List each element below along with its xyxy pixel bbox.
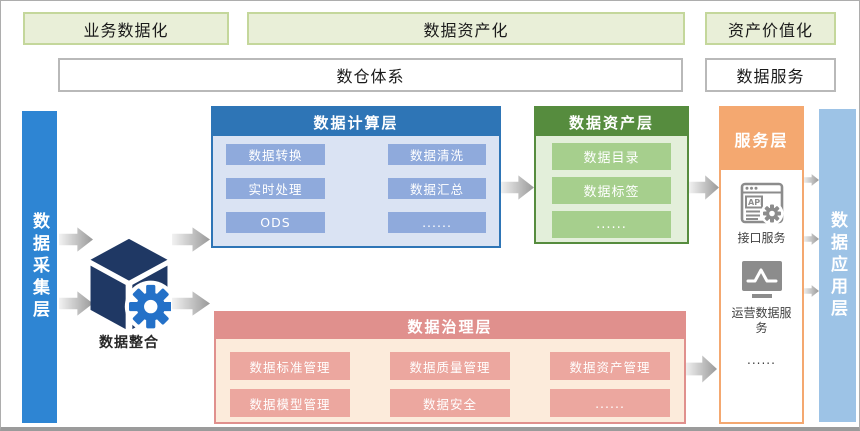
compute-item: 数据汇总 [388,178,486,199]
service-layer-body: API 接口服务 [721,170,802,422]
right-arrow-icon [689,173,719,202]
asset-item: 数据标签 [552,177,671,204]
api-service-label: 接口服务 [737,231,786,245]
system-label: 数仓体系 [336,67,405,86]
system-label: 数据服务 [736,67,805,86]
stage-label: 资产价值化 [727,20,813,40]
governance-item: 数据质量管理 [390,352,510,380]
stage-box-data-assetization: 数据资产化 [247,12,685,45]
right-arrow-icon [500,173,534,202]
ops-data-service-label: 运营数据服务 [731,305,792,336]
right-arrow-icon [685,353,717,385]
asset-item: ...... [552,211,671,238]
data-governance-layer-title: 数据治理层 [216,313,684,339]
compute-item: 实时处理 [226,178,325,199]
stage-label: 业务数据化 [83,20,169,40]
governance-item: 数据安全 [390,389,510,417]
right-arrow-icon [59,225,93,254]
data-asset-layer-box: 数据资产层 数据目录 数据标签 ...... [534,106,689,244]
data-application-layer-bar: 数据应用层 [819,109,856,422]
service-layer-box: 服务层 API [719,106,804,424]
system-box-data-warehouse: 数仓体系 [58,58,683,92]
right-arrow-icon [59,289,93,318]
governance-item: ...... [550,389,670,417]
small-right-arrow-icon [803,284,819,298]
data-governance-layer-box: 数据治理层 数据标准管理 数据质量管理 数据资产管理 数据模型管理 数据安全 .… [214,311,686,424]
data-asset-layer-body: 数据目录 数据标签 ...... [536,136,687,242]
service-more-label: ...... [747,352,776,367]
data-integration-label: 数据整合 [99,335,159,351]
monitor-chart-icon [740,260,784,301]
cube-gear-icon [87,238,171,330]
service-layer-title: 服务层 [721,108,802,170]
data-compute-layer-title: 数据计算层 [213,108,499,136]
stage-box-asset-valorization: 资产价值化 [705,12,836,45]
right-arrow-icon [172,225,210,254]
data-asset-layer-title: 数据资产层 [536,108,687,136]
compute-item: 数据清洗 [388,144,486,165]
compute-item: ODS [226,212,325,233]
asset-item: 数据目录 [552,143,671,170]
governance-item: 数据标准管理 [230,352,350,380]
data-collection-layer-bar: 数据采集层 [22,111,57,423]
stage-box-business-datafication: 业务数据化 [23,12,229,45]
data-collection-layer-label: 数据采集层 [29,212,49,322]
api-browser-icon: API [739,180,785,226]
svg-text:API: API [748,198,763,207]
system-box-data-service: 数据服务 [705,58,836,92]
data-compute-layer-box: 数据计算层 数据转换 数据清洗 实时处理 数据汇总 ODS ...... [211,106,501,248]
small-right-arrow-icon [803,173,819,187]
governance-item: 数据模型管理 [230,389,350,417]
data-application-layer-label: 数据应用层 [827,210,847,321]
data-governance-layer-body: 数据标准管理 数据质量管理 数据资产管理 数据模型管理 数据安全 ...... [216,339,684,422]
stage-label: 数据资产化 [423,20,509,40]
data-compute-layer-body: 数据转换 数据清洗 实时处理 数据汇总 ODS ...... [213,136,499,246]
governance-item: 数据资产管理 [550,352,670,380]
right-arrow-icon [172,289,210,318]
compute-item: 数据转换 [226,144,325,165]
compute-item: ...... [388,212,486,233]
small-right-arrow-icon [803,232,819,246]
